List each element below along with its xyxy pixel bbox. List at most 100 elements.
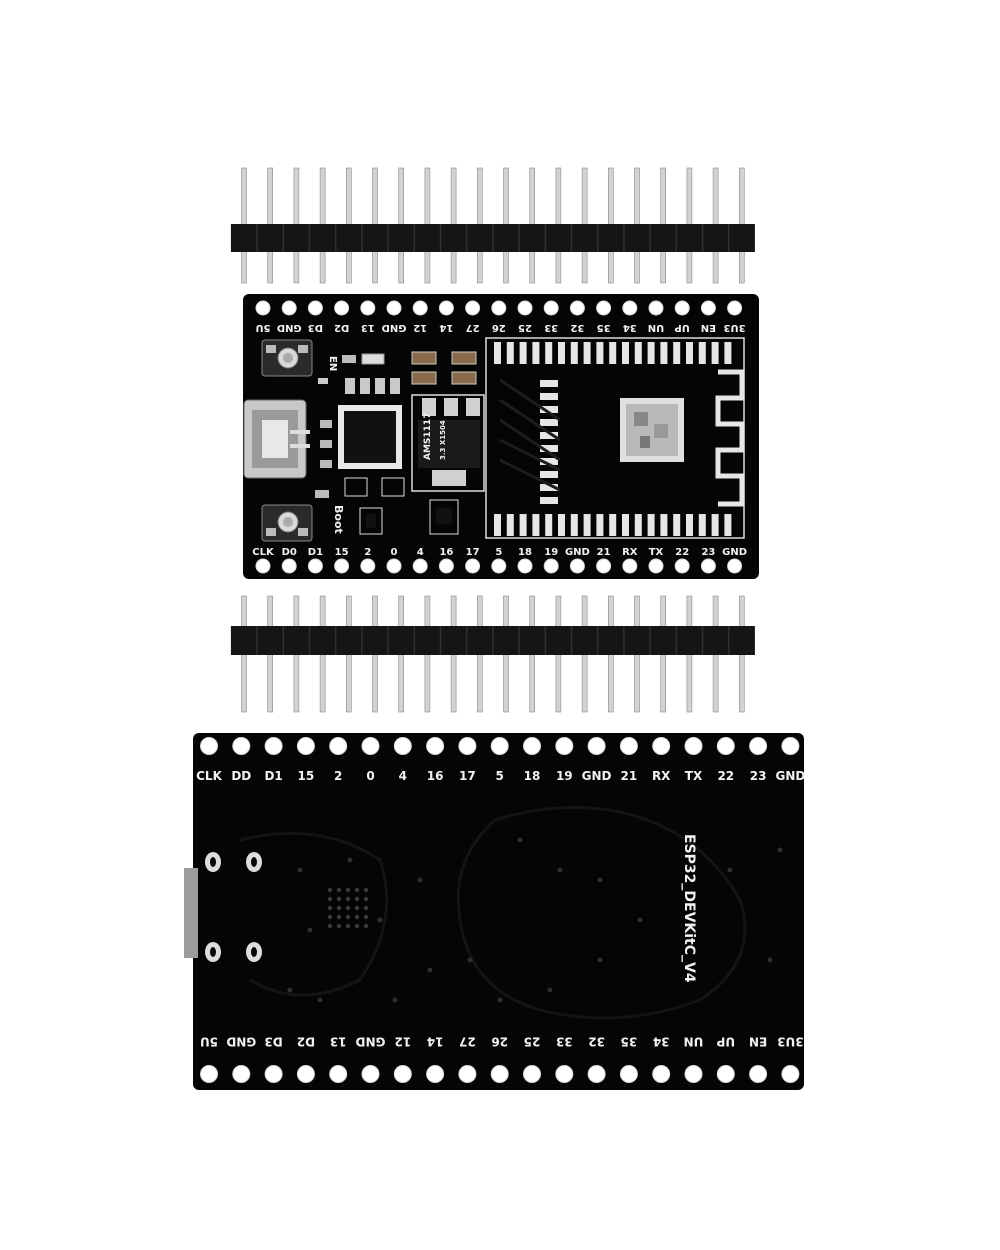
pin-hole [281, 300, 297, 316]
pin-label: 2 [364, 547, 371, 558]
pin-label: 34 [623, 322, 637, 333]
pin-label: 12 [394, 1035, 411, 1049]
pin-label: D1 [264, 769, 282, 783]
pin-hole [307, 300, 323, 316]
pin-label: 4 [417, 547, 424, 558]
pin-hole [674, 300, 690, 316]
pin-label: GND [226, 1035, 256, 1049]
pin-label: 27 [459, 1035, 476, 1049]
pin-label: 2 [334, 769, 342, 783]
pin-label: 22 [675, 547, 689, 558]
pin-hole [412, 300, 428, 316]
pin-label: 21 [597, 547, 611, 558]
pin-hole [458, 1065, 477, 1083]
pin-hole [386, 558, 402, 574]
pin-label: 3U3 [777, 1035, 803, 1049]
usb-mounting-pads [205, 852, 262, 962]
en-button [261, 339, 313, 377]
pin-hole [652, 737, 671, 755]
pin-label: 19 [544, 547, 558, 558]
pin-label: D2 [297, 1035, 315, 1049]
pin-label: 27 [466, 322, 480, 333]
pin-hole [329, 737, 348, 755]
pin-hole [438, 558, 454, 574]
pin-label: GND [722, 547, 747, 558]
pin-hole [749, 1065, 768, 1083]
pin-label: TX [649, 547, 664, 558]
pin-hole [652, 1065, 671, 1083]
pin-hole [648, 558, 664, 574]
pin-label: D3 [264, 1035, 282, 1049]
pin-label: 34 [653, 1035, 670, 1049]
pin-hole [543, 558, 559, 574]
back-vias [287, 837, 783, 1003]
pin-header-middle [230, 595, 755, 713]
pin-label: 17 [459, 769, 476, 783]
pin-hole [517, 300, 533, 316]
pin-label: 5U [200, 1035, 218, 1049]
pin-hole [200, 737, 218, 755]
pin-hole [264, 1065, 283, 1083]
pin-hole [781, 1065, 800, 1083]
pin-label: CLK [252, 547, 275, 558]
pin-label: 35 [597, 322, 611, 333]
regulator-sub-label: 3.3 X1504 [439, 420, 447, 460]
pin-hole [458, 737, 477, 755]
pin-hole [587, 1065, 606, 1083]
pin-hole [426, 1065, 445, 1083]
pin-label: 13 [361, 322, 375, 333]
pin-label: D0 [282, 547, 297, 558]
pin-hole [491, 300, 507, 316]
usb-uart-chip [338, 405, 402, 469]
pin-label: 33 [544, 322, 558, 333]
pin-hole [307, 558, 323, 574]
pin-label: 17 [466, 547, 480, 558]
pin-label: GND [277, 322, 302, 333]
pin-label: EN [749, 1035, 767, 1049]
pin-label: 15 [298, 769, 315, 783]
pin-hole [555, 1065, 574, 1083]
pin-hole [264, 737, 283, 755]
pin-label: 18 [524, 769, 541, 783]
pin-hole [619, 737, 638, 755]
pin-label: 33 [556, 1035, 573, 1049]
pin-hole [648, 300, 664, 316]
pin-hole [281, 558, 297, 574]
back-pin-holes [200, 737, 800, 1083]
pin-hole [569, 300, 585, 316]
pin-label: UP [674, 322, 689, 333]
pin-label: 26 [491, 1035, 508, 1049]
pin-hole [781, 737, 800, 755]
pin-hole [727, 300, 743, 316]
pin-label: 5U [255, 322, 270, 333]
pin-hole [393, 1065, 412, 1083]
pin-label: 16 [427, 769, 444, 783]
pin-hole [716, 1065, 735, 1083]
pin-hole [255, 558, 271, 574]
pin-label: 12 [413, 322, 427, 333]
pin-hole [555, 737, 574, 755]
pin-label: 15 [335, 547, 349, 558]
pin-hole [622, 300, 638, 316]
pin-label: 4 [399, 769, 407, 783]
pin-label: 23 [750, 769, 767, 783]
pin-hole [232, 1065, 251, 1083]
pin-hole [684, 737, 703, 755]
pin-label: DD [231, 769, 251, 783]
regulator-label: AMS1117 [423, 413, 433, 460]
pin-hole [587, 737, 606, 755]
pin-label: 21 [621, 769, 638, 783]
pin-hole [543, 300, 559, 316]
pin-hole [490, 737, 509, 755]
pin-hole [360, 300, 376, 316]
pin-label: D1 [308, 547, 323, 558]
pin-label: 35 [621, 1035, 638, 1049]
back-traces [239, 806, 747, 1020]
pin-label: GND [382, 322, 407, 333]
